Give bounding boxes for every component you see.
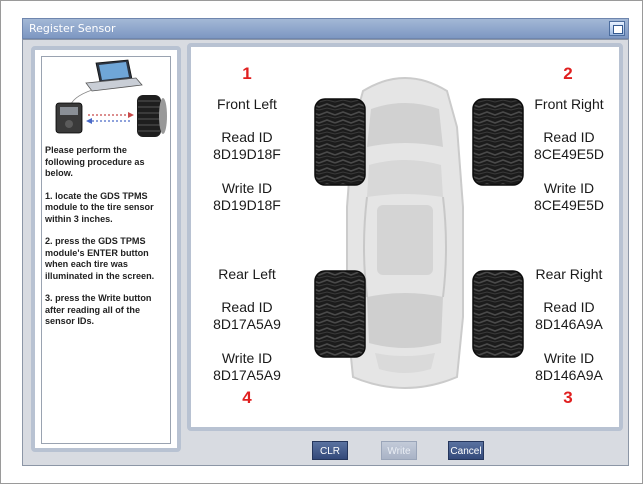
cancel-button[interactable]: Cancel — [448, 441, 484, 460]
front-left-write-label: Write ID — [221, 180, 273, 196]
tire-number-front-left: 1 — [242, 64, 252, 83]
rear-right-write-id: 8D146A9A — [535, 367, 603, 383]
dialog-body: Please perform the following procedure a… — [22, 39, 629, 466]
front-right-read-id: 8CE49E5D — [533, 146, 605, 162]
instruction-text: Please perform the following procedure a… — [45, 145, 167, 339]
laptop-icon — [85, 59, 143, 92]
rear-right-write-label: Write ID — [543, 350, 595, 366]
car-diagram — [314, 77, 524, 389]
front-right-read-label: Read ID — [543, 129, 595, 145]
front-right-write-label: Write ID — [543, 180, 595, 196]
front-right-write-id: 8CE49E5D — [533, 197, 605, 213]
rear-left-label: Rear Left — [218, 266, 276, 282]
rear-right-label: Rear Right — [535, 266, 603, 282]
write-button[interactable]: Write — [381, 441, 417, 460]
rear-left-read-id: 8D17A5A9 — [213, 316, 281, 332]
front-left-write-id: 8D19D18F — [213, 197, 281, 213]
rear-left-write-id: 8D17A5A9 — [213, 367, 281, 383]
rear-right-read-id: 8D146A9A — [535, 316, 603, 332]
front-left-read-id: 8D19D18F — [213, 146, 281, 162]
car-body-icon — [346, 77, 464, 389]
instruction-panel: Please perform the following procedure a… — [31, 46, 181, 452]
rear-right-read-label: Read ID — [543, 299, 595, 315]
front-left-tire-icon — [314, 98, 366, 186]
title-bar: Register Sensor — [22, 18, 629, 39]
tire-number-front-right: 2 — [563, 64, 573, 83]
instruction-intro: Please perform the following procedure a… — [45, 145, 145, 178]
sensor-panel: 1 2 4 3 Front Left Read ID 8D19D18F Writ… — [187, 43, 623, 431]
front-right-label: Front Right — [534, 96, 604, 112]
rear-left-write-label: Write ID — [221, 350, 273, 366]
front-left-read-label: Read ID — [221, 129, 273, 145]
instruction-step-3: 3. press the Write button after reading … — [45, 293, 152, 326]
tpms-tool-icon — [55, 102, 83, 134]
tire-number-rear-right: 3 — [563, 388, 573, 407]
transfer-arrows-icon — [86, 112, 134, 124]
instruction-step-1: 1. locate the GDS TPMS module to the tir… — [45, 190, 154, 224]
front-left-label: Front Left — [217, 96, 277, 112]
rear-left-tire-icon — [314, 270, 366, 358]
instruction-box: Please perform the following procedure a… — [41, 56, 171, 444]
tpms-illustration — [42, 57, 170, 139]
rear-left-read-label: Read ID — [221, 299, 273, 315]
instruction-step-2: 2. press the GDS TPMS module's ENTER but… — [45, 236, 155, 281]
window-title: Register Sensor — [29, 22, 116, 35]
tire-number-rear-left: 4 — [242, 388, 252, 407]
rear-right-tire-icon — [472, 270, 524, 358]
clr-button[interactable]: CLR — [312, 441, 348, 460]
tire-icon — [137, 95, 167, 137]
restore-icon[interactable] — [609, 21, 625, 36]
front-right-tire-icon — [472, 98, 524, 186]
